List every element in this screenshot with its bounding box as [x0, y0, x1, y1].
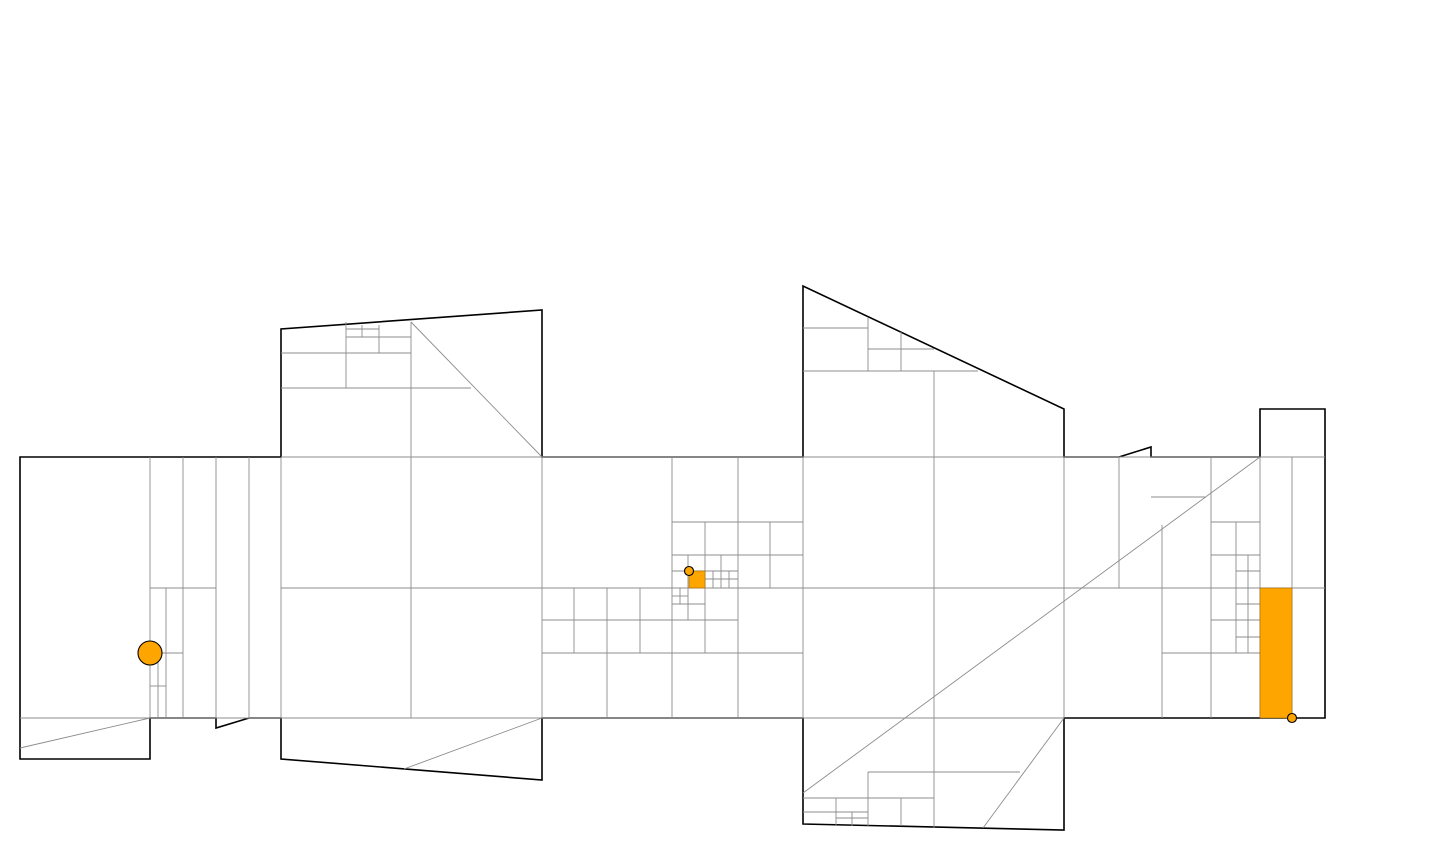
subdivision-lines	[19, 318, 1325, 829]
point-large	[137, 640, 163, 666]
highlight-cell-tall	[1259, 587, 1293, 719]
highlighted-cells	[688, 570, 1293, 719]
highlight-cell-small	[688, 570, 706, 589]
point-mid	[683, 565, 695, 577]
point-right	[1286, 712, 1298, 724]
marked-points	[137, 565, 1298, 724]
